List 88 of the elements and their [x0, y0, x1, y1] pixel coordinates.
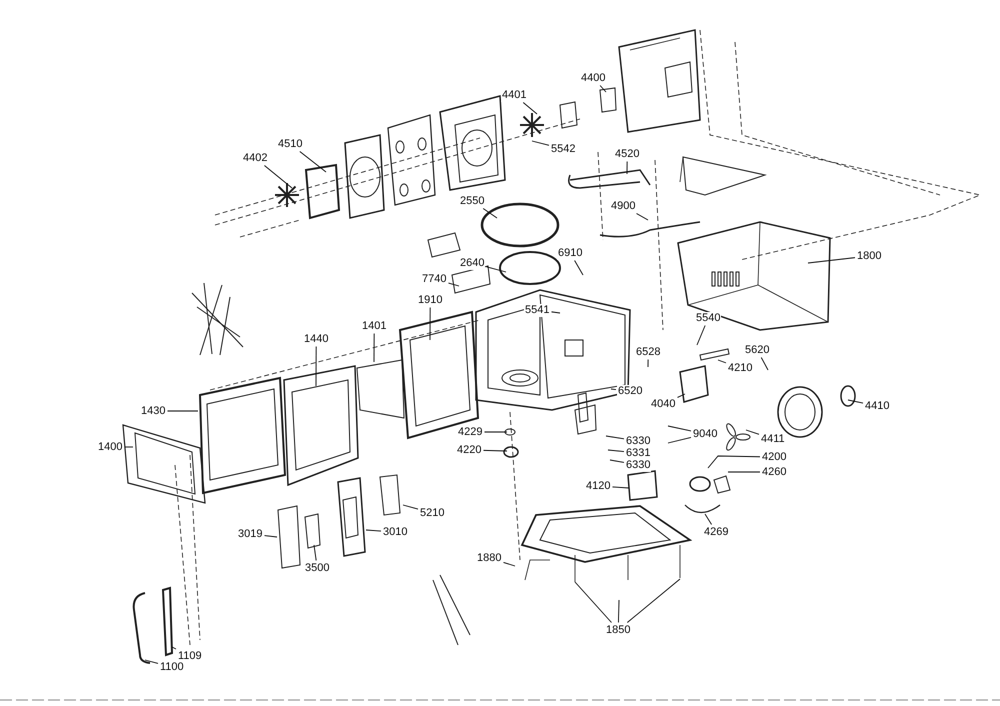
callout-number: 5540 [695, 312, 722, 324]
callout-number: 4120 [585, 480, 612, 492]
leader-line [746, 430, 760, 435]
leader-line [124, 446, 134, 448]
callout-number: 5542 [550, 142, 576, 156]
leader-line [503, 562, 516, 566]
callout-number: 2640 [459, 256, 486, 270]
callout-number: 3500 [304, 562, 330, 574]
leader-line [574, 260, 584, 276]
leader-line [314, 544, 317, 561]
callout-number: 7740 [421, 272, 448, 286]
leader-line [618, 600, 620, 623]
leader-line [483, 450, 508, 452]
callout-number: 6331 [625, 446, 652, 460]
callout-number: 6330 [625, 434, 652, 448]
leader-line [299, 151, 326, 172]
leader-line [264, 165, 292, 188]
leader-line [316, 346, 317, 386]
leader-line [718, 360, 726, 364]
leader-line [448, 282, 460, 286]
leader-line [608, 450, 624, 452]
callout-number: 4900 [610, 200, 636, 212]
leader-line [696, 325, 706, 346]
callout-number: 1400 [97, 440, 124, 454]
leader-line [606, 436, 624, 440]
callout-number: 6520 [617, 384, 644, 398]
leader-line [486, 266, 506, 272]
callout-number: 3019 [237, 528, 264, 540]
callout-number: 1800 [856, 250, 882, 262]
callout-number: 1100 [159, 660, 185, 674]
leader-line [522, 102, 538, 114]
leader-line [430, 307, 431, 340]
leader-line [626, 161, 628, 174]
leader-line [172, 646, 176, 650]
callout-number: 1880 [476, 552, 502, 564]
callout-number: 4200 [761, 450, 788, 464]
leader-line [612, 486, 630, 488]
leader-line [708, 456, 760, 468]
leader-line [144, 660, 158, 664]
leader-line [636, 213, 648, 220]
leader-line [760, 357, 768, 370]
callout-number: 4401 [501, 88, 528, 102]
callout-number: 4520 [614, 148, 640, 160]
callout-number: 1401 [361, 320, 388, 332]
callout-number: 4269 [703, 526, 730, 538]
leader-line [600, 85, 606, 92]
callout-number: 4229 [457, 426, 484, 438]
leader-line [167, 410, 198, 412]
leader-line [374, 333, 375, 362]
callout-number: 4210 [727, 362, 754, 374]
callout-number: 4220 [456, 444, 482, 456]
leader-line [532, 140, 550, 146]
leader-line [482, 208, 498, 218]
callout-number: 1430 [140, 404, 166, 418]
leader-line [402, 504, 418, 510]
callout-number: 2550 [459, 194, 486, 208]
callout-number: 4040 [650, 398, 676, 410]
leader-line [366, 530, 382, 532]
leader-line [648, 359, 649, 368]
callout-number: 1850 [605, 624, 632, 636]
leader-line [704, 514, 712, 525]
leader-line [668, 437, 692, 444]
callout-number: 1109 [177, 650, 203, 662]
leader-line [848, 400, 864, 404]
callout-number: 5210 [419, 506, 446, 520]
callout-number: 4510 [277, 138, 304, 150]
leader-line [574, 582, 612, 623]
callout-number: 4400 [580, 72, 606, 84]
callout-number: 6330 [625, 458, 652, 472]
leader-line [677, 394, 686, 398]
leader-line [551, 311, 560, 314]
callout-number: 6528 [635, 346, 662, 358]
callout-number: 6910 [557, 246, 584, 260]
callout-number: 9040 [692, 428, 718, 440]
leader-line [808, 257, 856, 264]
callout-number: 5541 [524, 304, 550, 316]
callout-number: 3010 [382, 526, 408, 538]
leader-line [264, 535, 278, 538]
callout-number: 4260 [761, 466, 788, 478]
leader-line [668, 426, 692, 432]
callout-number: 5620 [744, 344, 770, 356]
callout-number: 1440 [303, 332, 330, 346]
callout-number: 1910 [417, 294, 444, 306]
leader-line [610, 388, 616, 390]
callout-number: 4402 [242, 152, 268, 164]
callout-number: 4410 [864, 400, 890, 412]
leader-line [610, 460, 624, 463]
leader-line [626, 578, 680, 623]
